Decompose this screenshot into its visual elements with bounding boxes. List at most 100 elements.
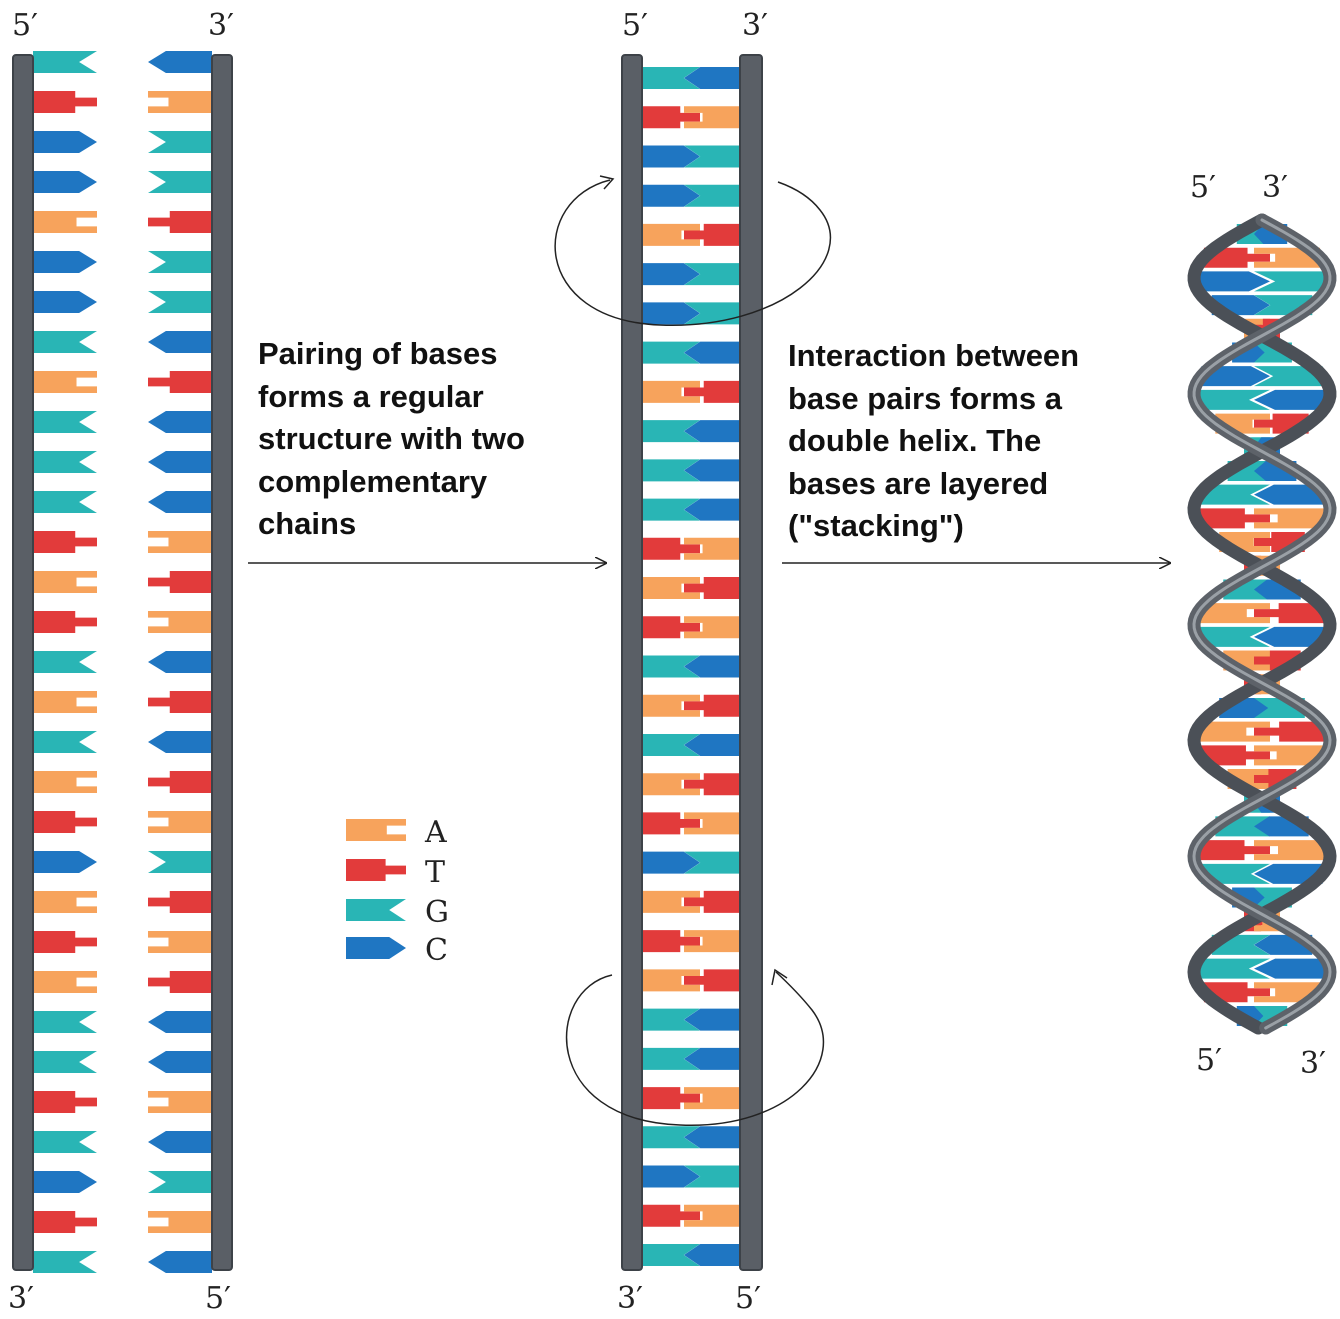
helix-front-highlight — [1192, 218, 1332, 1030]
base-pairs — [642, 67, 742, 1266]
adenine-base — [148, 931, 212, 953]
cytosine-base — [642, 302, 700, 325]
guanine-base — [1199, 484, 1270, 505]
adenine-base — [684, 616, 742, 639]
guanine-base — [642, 1126, 700, 1149]
ladder-top-right-end-label: 3′ — [742, 8, 768, 43]
cytosine-base — [684, 67, 742, 89]
thymine-base — [642, 930, 700, 953]
guanine-base — [642, 498, 700, 521]
guanine-base — [1254, 366, 1323, 387]
adenine-base — [1254, 840, 1330, 861]
right-strand-top-end-label: 3′ — [208, 8, 234, 43]
guanine-base — [148, 171, 212, 193]
adenine-base — [148, 811, 212, 833]
guanine-base — [642, 420, 700, 443]
pairing-caption-line: chains — [258, 506, 357, 541]
thymine-base — [33, 91, 97, 113]
guanine-base — [1194, 389, 1270, 410]
cytosine-base — [684, 733, 742, 756]
cytosine-base — [642, 1165, 700, 1188]
cytosine-base — [148, 491, 212, 513]
helix-caption-line: ("stacking") — [788, 508, 964, 543]
guanine-base — [148, 131, 212, 153]
guanine-base — [33, 1011, 97, 1033]
guanine-base — [642, 733, 700, 756]
guanine-base — [642, 1244, 700, 1266]
cytosine-base — [684, 655, 742, 678]
guanine-base — [33, 731, 97, 753]
cytosine-base — [642, 851, 700, 874]
adenine-base — [684, 1087, 742, 1110]
cytosine-base — [346, 937, 406, 959]
thymine-base — [33, 611, 97, 633]
adenine-base — [33, 891, 97, 913]
adenine-base — [1254, 247, 1321, 268]
adenine-base — [1254, 745, 1325, 766]
thymine-base — [684, 223, 742, 246]
helix-back-strand — [1187, 213, 1337, 1035]
cytosine-base — [33, 131, 97, 153]
cytosine-base — [1254, 958, 1330, 979]
ladder-top-left-end-label: 5′ — [622, 8, 648, 43]
adenine-base — [642, 694, 700, 717]
right-backbone — [211, 54, 233, 1271]
adenine-base — [684, 106, 742, 129]
adenine-base — [346, 819, 406, 841]
guanine-base — [33, 451, 97, 473]
guanine-base — [1201, 863, 1270, 884]
guanine-base — [642, 655, 700, 678]
adenine-base — [642, 890, 700, 913]
legend-icons — [346, 819, 406, 959]
adenine-base — [33, 971, 97, 993]
guanine-base — [684, 1165, 742, 1188]
adenine-base — [1196, 721, 1270, 742]
thymine-base — [148, 211, 212, 233]
thymine-base — [642, 537, 700, 560]
cytosine-base — [33, 851, 97, 873]
separated-strands-panel: 5′ 3′ 3′ 5′ — [8, 8, 234, 1316]
cytosine-base — [684, 459, 742, 482]
thymine-base — [642, 616, 700, 639]
guanine-base — [33, 1131, 97, 1153]
cytosine-base — [33, 1171, 97, 1193]
thymine-base — [1254, 603, 1327, 624]
legend-label-g: G — [425, 895, 449, 930]
cytosine-base — [684, 1126, 742, 1149]
thymine-base — [33, 1211, 97, 1233]
guanine-base — [642, 459, 700, 482]
thymine-base — [33, 1091, 97, 1113]
adenine-base — [1254, 982, 1321, 1003]
cytosine-base — [1254, 389, 1330, 410]
adenine-base — [1197, 603, 1270, 624]
cytosine-base — [1254, 863, 1323, 884]
cytosine-base — [684, 1008, 742, 1031]
guanine-base — [1197, 626, 1270, 647]
helix-bottom-right-end-label: 3′ — [1300, 1046, 1326, 1081]
cytosine-base — [148, 51, 212, 73]
helix-bases — [1194, 224, 1330, 1026]
pairing-caption-line: Pairing of bases — [258, 336, 498, 371]
thymine-base — [684, 773, 742, 796]
cytosine-base — [33, 291, 97, 313]
adenine-base — [33, 771, 97, 793]
pairing-caption-line: complementary — [258, 463, 488, 499]
thymine-base — [1203, 247, 1270, 268]
pairing-caption-line: forms a regular — [258, 378, 484, 414]
thymine-base — [684, 890, 742, 913]
thymine-base — [1254, 721, 1328, 742]
bottom-rotation-arrowhead — [771, 968, 788, 986]
cytosine-base — [1194, 271, 1270, 292]
thymine-base — [148, 771, 212, 793]
top-rotation-arrow — [554, 179, 832, 326]
adenine-base — [148, 1211, 212, 1233]
guanine-base — [148, 251, 212, 273]
thymine-base — [1203, 982, 1270, 1003]
cytosine-base — [148, 1011, 212, 1033]
adenine-base — [148, 1091, 212, 1113]
cytosine-base — [684, 420, 742, 443]
adenine-base — [33, 371, 97, 393]
guanine-base — [684, 263, 742, 286]
cytosine-base — [33, 251, 97, 273]
legend-label-c: C — [425, 933, 448, 968]
